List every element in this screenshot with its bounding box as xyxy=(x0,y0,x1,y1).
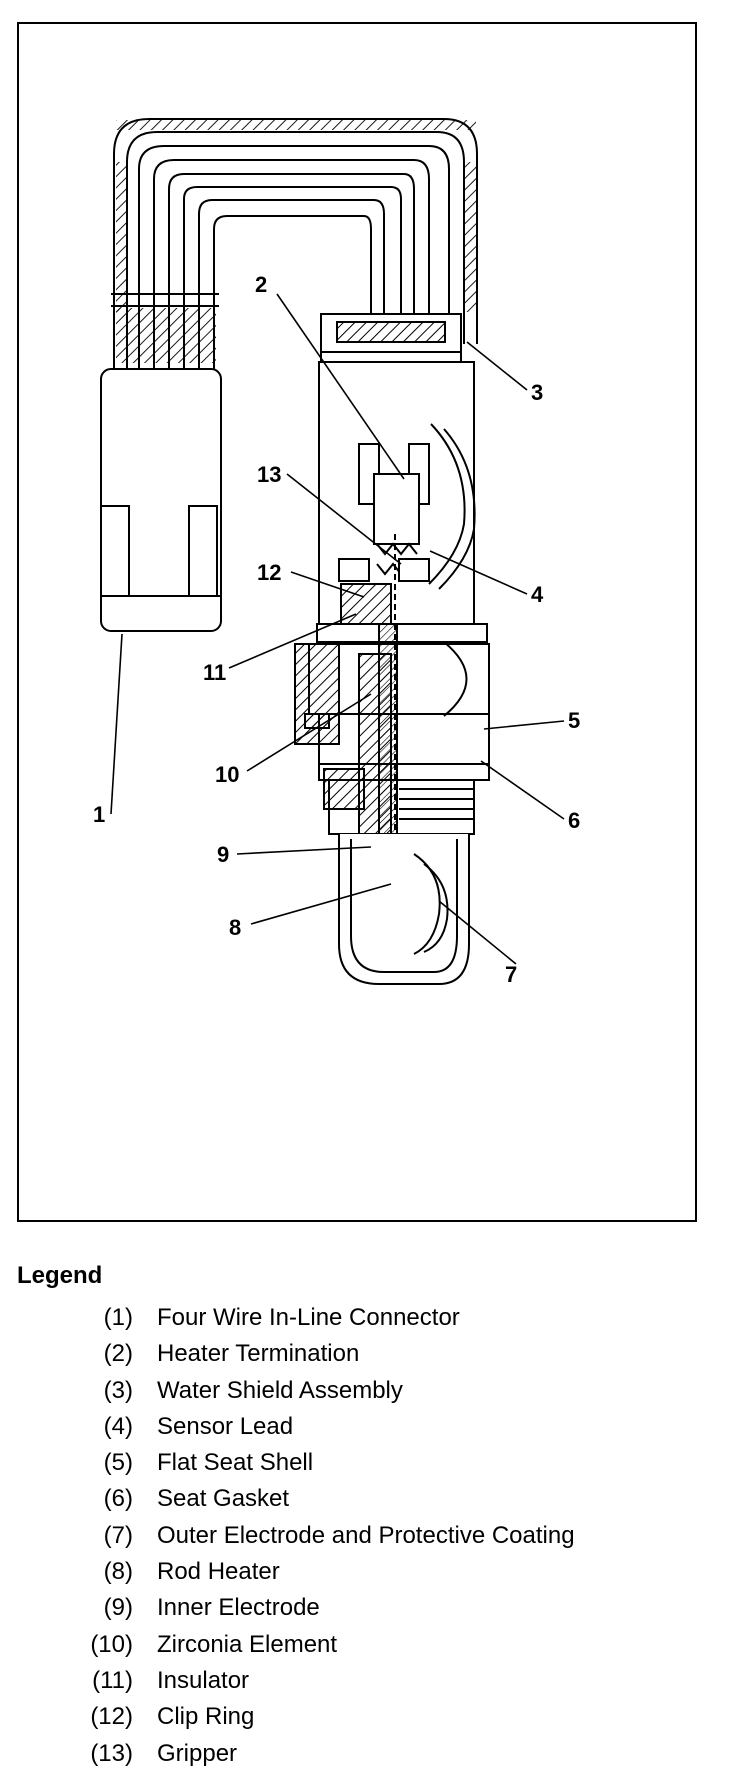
legend-item: (5) Flat Seat Shell xyxy=(17,1445,717,1481)
legend-item-text: Flat Seat Shell xyxy=(157,1449,314,1477)
legend-item-text: Water Shield Assembly xyxy=(157,1376,403,1404)
legend-list: (1) Four Wire In-Line Connector (2) Heater … xyxy=(17,1300,717,1772)
callout-9: 9 xyxy=(217,842,230,867)
gripper xyxy=(373,473,420,576)
callout-12: 12 xyxy=(257,560,282,585)
hex-shell xyxy=(294,641,490,765)
callout-2: 2 xyxy=(255,272,268,297)
callout-7: 7 xyxy=(505,962,518,987)
connector-body xyxy=(100,368,222,632)
legend-item: (4) Sensor Lead xyxy=(17,1409,717,1445)
wire-harness xyxy=(113,118,478,474)
legend-item-number: (7) xyxy=(103,1521,133,1549)
legend-item-text: Clip Ring xyxy=(157,1703,255,1731)
callout-10: 10 xyxy=(215,762,240,787)
legend-item-number: (3) xyxy=(103,1376,133,1404)
legend-item-text: Rod Heater xyxy=(157,1558,280,1586)
legend-item-number: (4) xyxy=(103,1412,133,1440)
legend-item: (12) Clip Ring xyxy=(17,1699,717,1735)
legend-item-text: Heater Termination xyxy=(157,1340,360,1368)
legend-item-number: (11) xyxy=(92,1666,133,1694)
callout-13: 13 xyxy=(257,462,282,487)
legend-item: (6) Seat Gasket xyxy=(17,1481,717,1517)
legend-item-number: (5) xyxy=(103,1449,133,1477)
legend-item: (1) Four Wire In-Line Connector xyxy=(17,1300,717,1336)
legend-title: Legend xyxy=(17,1262,103,1289)
legend-item: (3) Water Shield Assembly xyxy=(17,1373,717,1409)
legend-item: (7) Outer Electrode and Protective Coatin… xyxy=(17,1518,717,1554)
callout-6: 6 xyxy=(568,808,581,833)
legend-item-text: Outer Electrode and Protective Coating xyxy=(157,1521,575,1549)
water-shield xyxy=(320,313,462,363)
legend-item-text: Insulator xyxy=(157,1666,250,1694)
legend-item: (11) Insulator xyxy=(17,1663,717,1699)
legend-item: (13) Gripper xyxy=(17,1736,717,1772)
callout-8: 8 xyxy=(229,915,242,940)
legend-item-text: Seat Gasket xyxy=(157,1485,290,1513)
legend-item-text: Zirconia Element xyxy=(157,1630,338,1658)
legend-item-text: Four Wire In-Line Connector xyxy=(157,1304,460,1331)
legend-item-number: (10) xyxy=(90,1630,133,1658)
legend-item: (10) Zirconia Element xyxy=(17,1627,717,1663)
legend-item-text: Sensor Lead xyxy=(157,1412,294,1440)
leader-lines xyxy=(110,293,565,965)
legend-item: (8) Rod Heater xyxy=(17,1554,717,1590)
legend-item-number: (13) xyxy=(90,1739,133,1767)
legend-item-number: (6) xyxy=(103,1485,133,1513)
legend-item-text: Inner Electrode xyxy=(157,1594,320,1622)
callout-3: 3 xyxy=(531,380,544,405)
legend-item-number: (1) xyxy=(103,1304,133,1331)
legend-item-number: (9) xyxy=(103,1594,133,1622)
callout-5: 5 xyxy=(568,708,581,733)
legend: Legend (1) Four Wire In-Line Connector (2)… xyxy=(17,1262,717,1772)
legend-item-text: Gripper xyxy=(157,1739,238,1767)
protective-tip xyxy=(338,834,470,985)
legend-item-number: (12) xyxy=(90,1703,133,1731)
legend-item-number: (8) xyxy=(103,1558,133,1586)
callout-11: 11 xyxy=(203,660,227,685)
legend-item: (9) Inner Electrode xyxy=(17,1590,717,1626)
diagram-frame: 1 2 3 4 5 6 7 8 9 10 11 12 13 xyxy=(17,22,697,1222)
legend-item: (2) Heater Termination xyxy=(17,1336,717,1372)
oxygen-sensor-diagram xyxy=(100,118,565,985)
callout-1: 1 xyxy=(93,802,106,827)
legend-item-number: (2) xyxy=(103,1340,133,1368)
callout-4: 4 xyxy=(531,582,544,607)
